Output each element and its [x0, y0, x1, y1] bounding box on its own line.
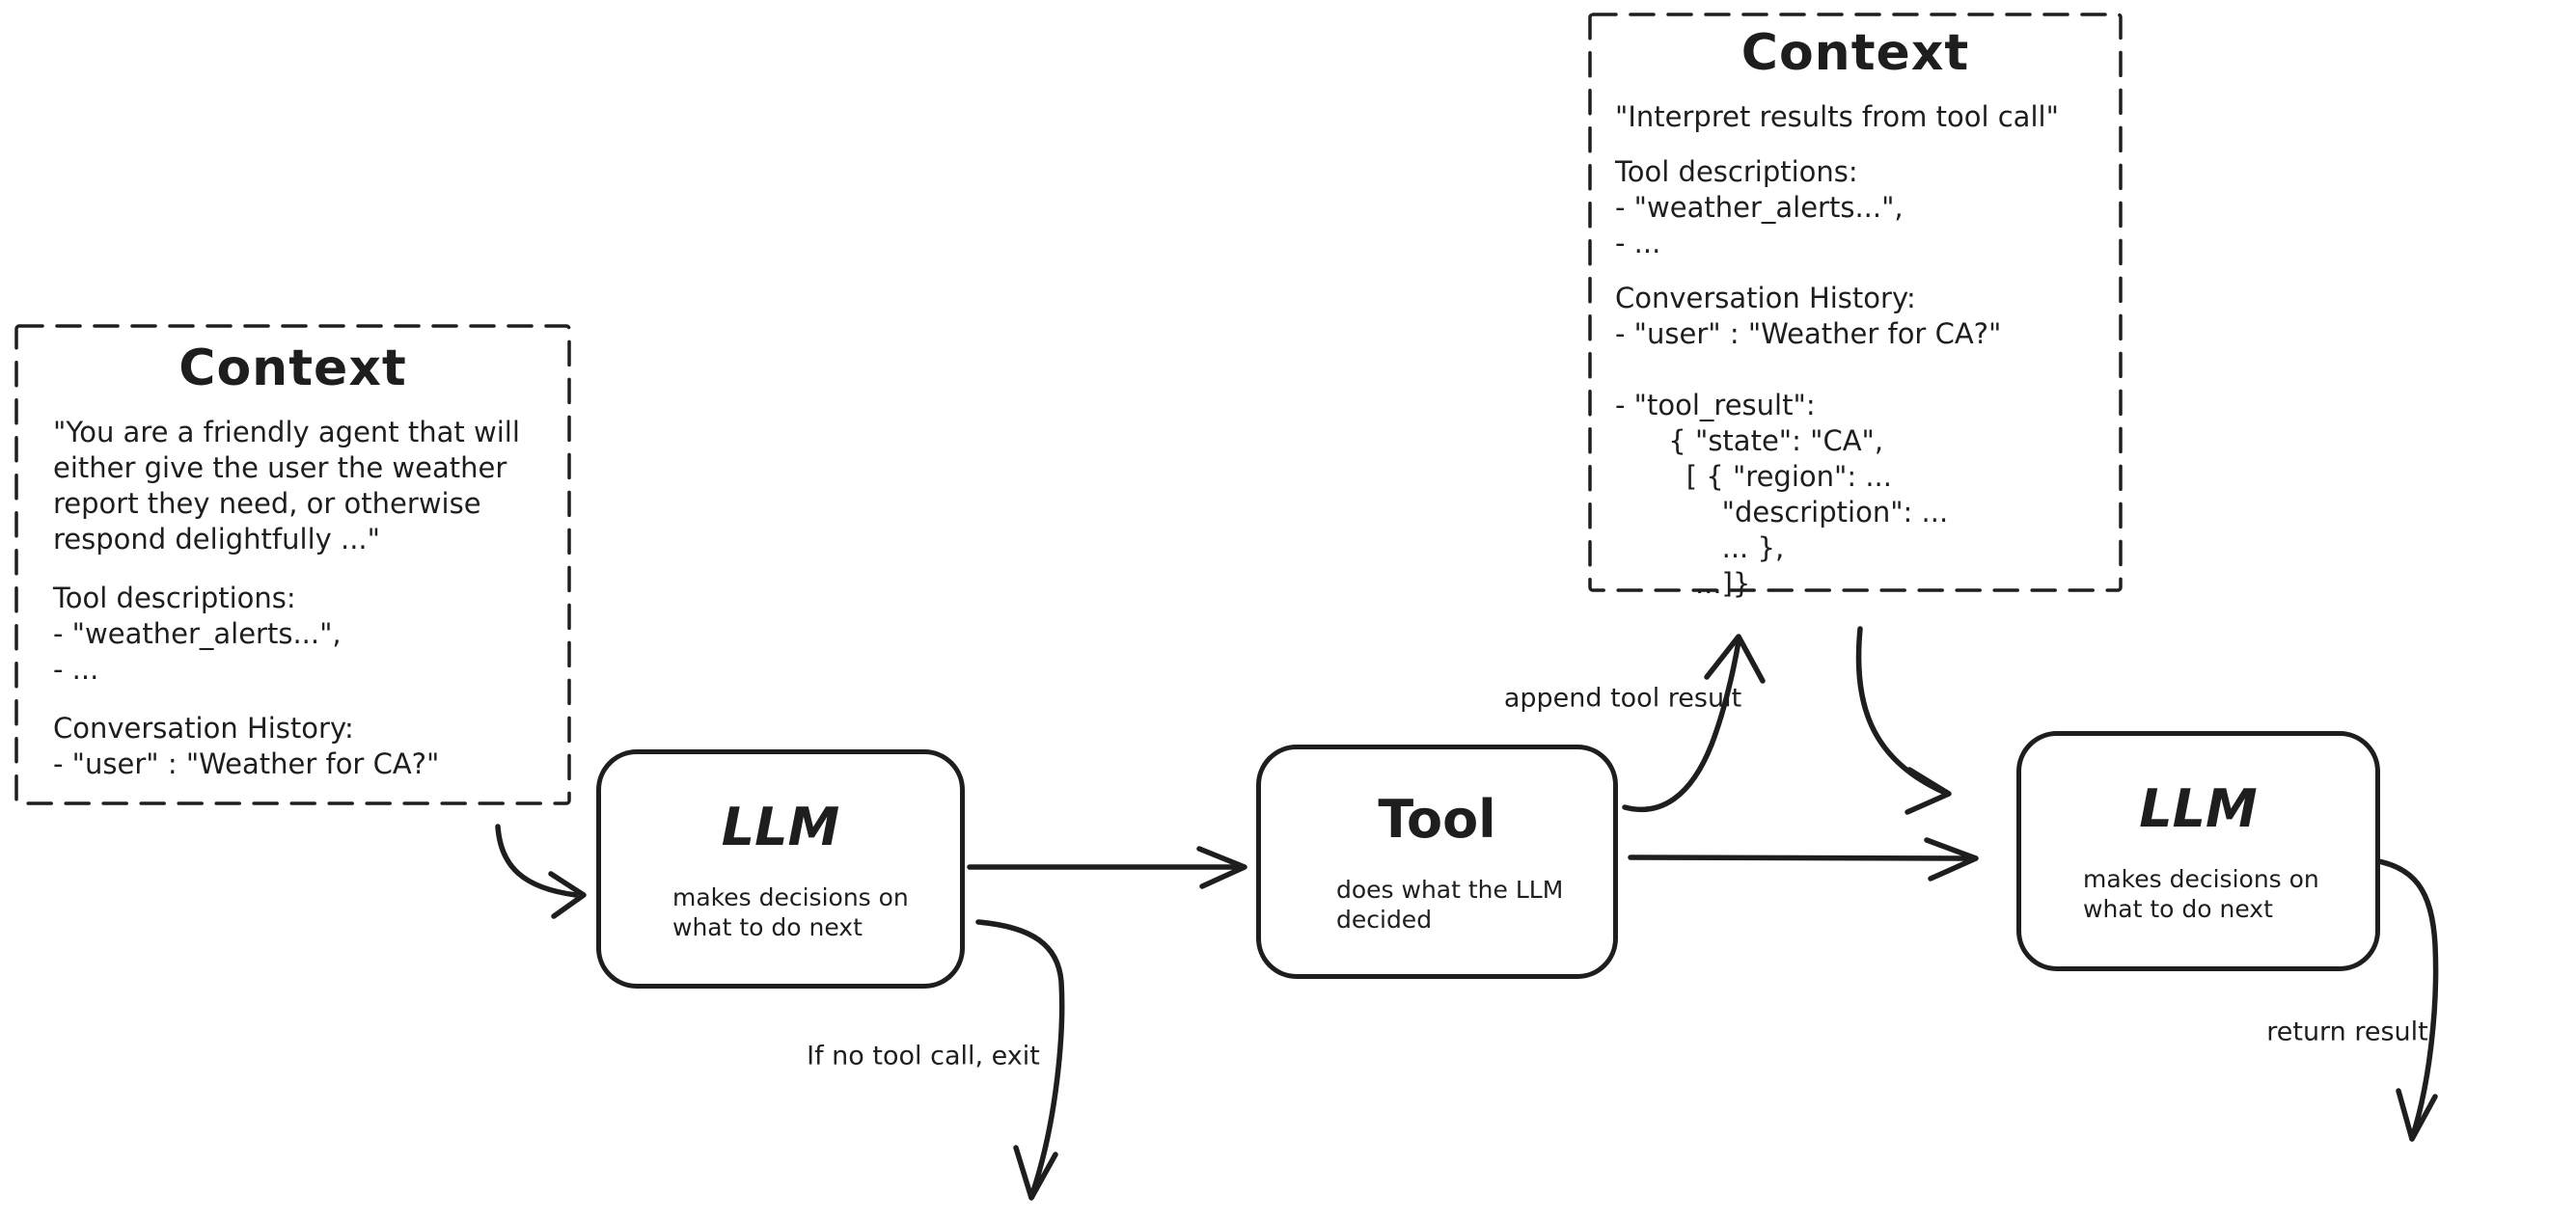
arrow-context1-to-llm1	[495, 824, 587, 919]
arrow-llm2-return	[2363, 856, 2439, 1142]
arrow-tool-to-llm2	[1628, 837, 1979, 882]
node-llm-1-subtitle: makes decisions on what to do next	[672, 882, 909, 941]
node-llm-2-title: LLM	[2139, 778, 2258, 839]
node-llm-2: LLM makes decisions on what to do next	[2016, 731, 2380, 971]
arrow-llm1-to-tool	[967, 846, 1247, 889]
context2-system-prompt: "Interpret results from tool call"	[1615, 100, 2059, 133]
context-box-2-border	[1588, 13, 2123, 592]
node-llm-2-subtitle: makes decisions on what to do next	[2083, 865, 2319, 923]
context2-title: Context	[1740, 24, 1970, 82]
node-llm-1-title: LLM	[721, 796, 840, 857]
node-llm-1: LLM makes decisions on what to do next	[596, 749, 965, 989]
edge-label-return-result: return result	[2266, 1017, 2428, 1047]
edge-label-if-no-tool-call-exit: If no tool call, exit	[807, 1041, 1040, 1072]
arrow-llm1-exit	[975, 919, 1065, 1201]
node-tool-title: Tool	[1378, 789, 1496, 850]
context-box-tool-result: Context "Interpret results from tool cal…	[1590, 14, 2121, 600]
context-box-1-border	[14, 324, 571, 805]
edge-label-append-tool-result: append tool result	[1503, 683, 1742, 714]
node-tool: Tool does what the LLM decided	[1256, 745, 1618, 979]
context1-system-prompt: "You are a friendly agent that will eith…	[53, 416, 520, 556]
context2-conversation-history: Conversation History: - "user" : "Weathe…	[1615, 282, 2002, 600]
node-tool-subtitle: does what the LLM decided	[1336, 876, 1564, 934]
context1-title: Context	[178, 339, 407, 397]
context1-conversation-history: Conversation History: - "user" : "Weathe…	[53, 712, 440, 780]
arrow-context2-to-llm2	[1855, 626, 1952, 815]
context2-tool-descriptions: Tool descriptions: - "weather_alerts..."…	[1615, 155, 1904, 259]
context-box-system-prompt: Context "You are a friendly agent that w…	[16, 326, 569, 803]
arrow-tool-to-context2	[1622, 634, 1766, 813]
context1-tool-descriptions: Tool descriptions: - "weather_alerts..."…	[53, 582, 342, 686]
